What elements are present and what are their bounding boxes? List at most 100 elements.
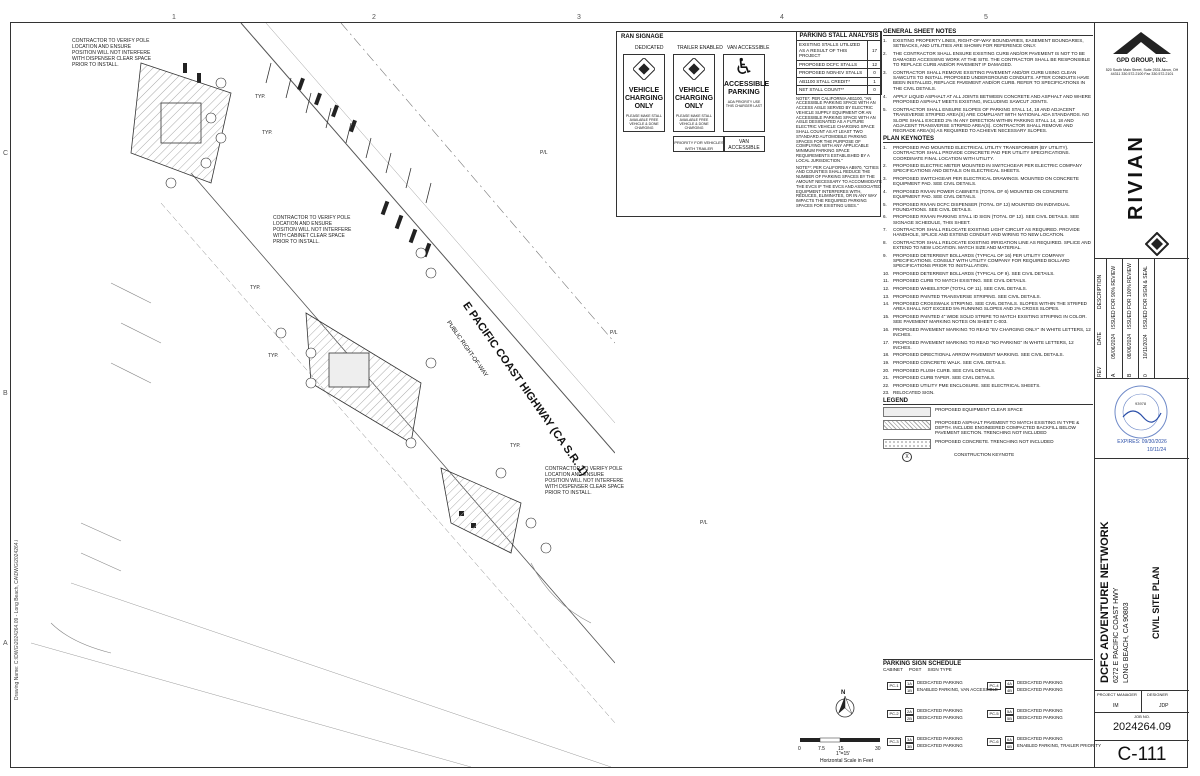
keynote-item: 8.CONTRACTOR SHALL RELOCATE EXISTING IRR… bbox=[883, 240, 1091, 251]
cabinet-badge: PC-5 bbox=[987, 710, 1001, 718]
scale-tick: 30 bbox=[875, 746, 881, 752]
table-row: NET STALL COUNT**0 bbox=[796, 85, 882, 95]
rev-header: DESCRIPTION bbox=[1097, 274, 1103, 309]
typ-label: TYP. bbox=[262, 130, 273, 136]
table-row: EXISTING STALLS UTILIZED AS A RESULT OF … bbox=[796, 40, 882, 61]
keynote-item: 5.PROPOSED RIVIAN DCFC DISPENSER (TOTAL … bbox=[883, 201, 1070, 212]
ab970-note: NOTE**: PER CALIFORNIA AB970, "CITIES AN… bbox=[796, 164, 882, 209]
property-line-label: P/L bbox=[610, 330, 618, 336]
keynote-item: 4.PROPOSED RIVIAN POWER CABINETS (TOTAL … bbox=[883, 188, 1069, 200]
keynote-item: 19.PROPOSED CONCRETE WALK. SEE CIVIL DET… bbox=[883, 359, 1006, 365]
project-name: DCFC ADVENTURE NETWORK bbox=[1099, 521, 1111, 683]
pm-label: PROJECT MANAGER bbox=[1097, 692, 1137, 697]
keynote-bubbles bbox=[165, 77, 552, 554]
keynote-item: 14.PROPOSED CROSSWALK STRIPING. SEE CIVI… bbox=[883, 301, 1087, 312]
revision-table: REV DATE DESCRIPTION A 05/06/2024 ISSUED… bbox=[1095, 258, 1189, 379]
firm-address: 520 South Main Street, Suite 2531 Akron,… bbox=[1105, 68, 1179, 77]
site-plan-drawing bbox=[11, 22, 616, 768]
road-edge-line bbox=[265, 22, 616, 424]
ran-signage-title: RAN SIGNAGE bbox=[621, 34, 664, 40]
cabinet-badge: PC-3 bbox=[887, 738, 901, 746]
general-notes-title: GENERAL SHEET NOTES bbox=[883, 29, 1093, 36]
engineer-seal-area: 93978 EXPIRES: 09/30/2026 10/11/24 bbox=[1095, 378, 1189, 458]
sign-head-text: VEHICLE CHARGING ONLY bbox=[674, 87, 714, 110]
rev-header: REV bbox=[1097, 366, 1103, 377]
stall-analysis-title: PARKING STALL ANALYSIS bbox=[796, 31, 882, 40]
keynote-item: 21.PROPOSED CURB TAPER. SEE CIVIL DETAIL… bbox=[883, 375, 996, 381]
cabinet-badge: PC-2 bbox=[887, 710, 901, 718]
keynote-item: 17.PROPOSED PAVEMENT MARKING TO READ "NO… bbox=[883, 339, 1074, 350]
van-accessible-sign: ♿ ACCESSIBLE PARKING ADA PRIORITY USE TH… bbox=[723, 54, 769, 132]
job-number-block: JOB NO. 2024264.09 bbox=[1095, 712, 1189, 740]
legend-item: PROPOSED ASPHALT PAVEMENT TO MATCH EXIST… bbox=[883, 419, 1093, 436]
keynote-item: 7.CONTRACTOR SHALL RELOCATE EXISTING LIG… bbox=[883, 227, 1080, 238]
seal-expiration: EXPIRES: 09/30/2026 bbox=[1117, 439, 1167, 445]
list-item: 3.CONTRACTOR SHALL REMOVE EXISTING PAVEM… bbox=[883, 70, 1090, 91]
trailer-sign: VEHICLE CHARGING ONLY PLEASE MAKE STALL … bbox=[673, 54, 715, 132]
keynote-item: 22.PROPOSED UTILITY PME ENCLOSURE. SEE E… bbox=[883, 382, 1041, 388]
switchgear bbox=[328, 352, 370, 388]
sign-head-text: VEHICLE CHARGING ONLY bbox=[624, 87, 664, 110]
cabinet-badge: PC-1 bbox=[887, 682, 901, 690]
pm-designer-block: PROJECT MANAGER DESIGNER IM JDP bbox=[1095, 690, 1189, 713]
grid-col-label: 2 bbox=[372, 14, 376, 21]
project-info: DCFC ADVENTURE NETWORK 6272 E PACIFIC CO… bbox=[1095, 458, 1189, 690]
dedicated-sign: VEHICLE CHARGING ONLY PLEASE MAKE STALL … bbox=[623, 54, 665, 132]
typ-label: TYP. bbox=[268, 353, 279, 359]
cabinet-badge: PC-4 bbox=[987, 682, 1001, 690]
sign-fine-text: PLEASE MAKE STALL AVAILABLE FREE VEHICLE… bbox=[626, 114, 662, 130]
legend-item: PROPOSED EQUIPMENT CLEAR SPACE bbox=[883, 406, 1093, 417]
scale-caption: Horizontal Scale in Feet bbox=[820, 758, 874, 764]
trailer-priority-plate: PRIORITY FOR VEHICLES WITH TRAILER bbox=[673, 136, 725, 152]
job-number: 2024264.09 bbox=[1112, 721, 1172, 733]
seal-date: 10/11/24 bbox=[1147, 447, 1167, 453]
parking-aisle-line bbox=[160, 202, 616, 724]
rivian-compass-icon bbox=[1145, 232, 1169, 256]
list-item: 2.THE CONTRACTOR SHALL ENSURE EXISTING C… bbox=[883, 51, 1091, 67]
asphalt-swatch bbox=[883, 419, 931, 430]
keynote-symbol: X bbox=[902, 451, 912, 462]
engineer-seal-icon bbox=[1114, 385, 1168, 439]
client-logo-text: RIVIAN bbox=[1125, 134, 1147, 220]
site-plan-svg bbox=[30, 22, 616, 768]
gpd-logo-icon bbox=[1113, 32, 1171, 54]
cabinet-badge: PC-6 bbox=[987, 738, 1001, 746]
plan-keynotes-title: PLAN KEYNOTES bbox=[883, 136, 1093, 144]
transformer-pad bbox=[160, 102, 202, 144]
keynote-item: 23.RELOCATED SIGN. bbox=[883, 390, 935, 396]
typ-label: TYP. bbox=[510, 443, 521, 449]
schedule-title: PARKING SIGN SCHEDULE bbox=[883, 661, 962, 667]
sheet-number: C-111 bbox=[1117, 744, 1167, 765]
typ-label: TYP. bbox=[250, 285, 261, 291]
site-curb-arcs bbox=[50, 282, 592, 654]
scale-bar bbox=[800, 737, 880, 743]
dcfc-dispensers bbox=[183, 63, 476, 528]
project-address-line: 6272 E PACIFIC COAST HWY bbox=[1113, 587, 1120, 683]
sign-column-label: DEDICATED bbox=[635, 45, 664, 51]
project-address-line: LONG BEACH, CA 90803 bbox=[1123, 602, 1130, 683]
keynote-item: 6.PROPOSED RIVIAN PARKING STALL ID SIGN … bbox=[883, 214, 1080, 225]
pm-initials: IM bbox=[1113, 703, 1119, 709]
road-edge-line bbox=[30, 642, 472, 768]
equipment-pad bbox=[440, 467, 522, 554]
keynote-item: 3.PROPOSED SWITCHGEAR PER ELECTRICAL DRA… bbox=[883, 176, 1079, 187]
sheet-title: CIVIL SITE PLAN bbox=[1151, 566, 1161, 639]
keynote-item: 20.PROPOSED FLUSH CURB. SEE CIVIL DETAIL… bbox=[883, 367, 996, 373]
keynote-item: 2.PROPOSED ELECTRIC METER MOUNTED IN SWI… bbox=[883, 163, 1082, 174]
grid-col-label: 1 bbox=[172, 14, 176, 21]
table-row: AB1100 STALL CREDIT*1 bbox=[796, 76, 882, 86]
ab1100-note: NOTE*: PER CALIFORNIA AB1100, "AN ACCESS… bbox=[796, 95, 876, 163]
list-item: 1.EXISTING PROPERTY LINES, RIGHT-OF-WAY … bbox=[883, 38, 1084, 49]
sign-column-label: VAN ACCESSIBLE bbox=[727, 45, 770, 51]
wheelchair-icon: ♿ bbox=[734, 54, 754, 79]
parking-stall-analysis: PARKING STALL ANALYSIS EXISTING STALLS U… bbox=[796, 31, 882, 209]
contractor-note: CONTRACTOR TO VERIFY POLE LOCATION AND E… bbox=[72, 38, 152, 68]
charger-icon bbox=[681, 56, 707, 82]
grid-col-label: 3 bbox=[577, 14, 581, 21]
grid-row-label: A bbox=[3, 640, 8, 647]
road-edge-line bbox=[240, 22, 616, 454]
